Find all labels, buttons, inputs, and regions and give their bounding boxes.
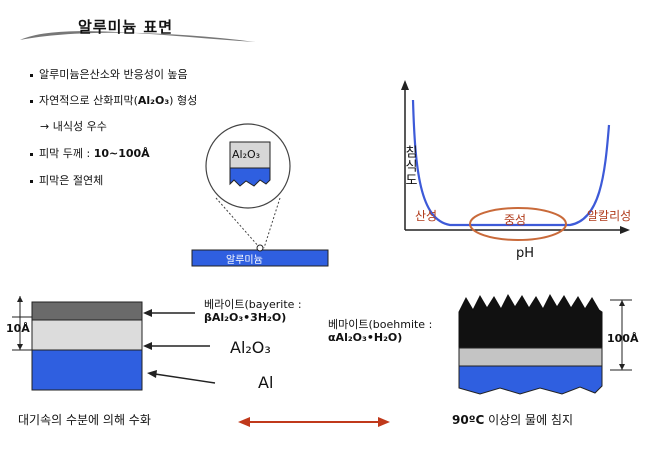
left-metal-label: Al — [258, 373, 274, 392]
acid-label: 산성 — [415, 209, 438, 223]
zoom-metal-layer — [229, 167, 271, 187]
right-metal-layer — [458, 365, 603, 395]
right-oxide-layer — [458, 347, 603, 367]
boehmite-label-line1: 베마이트(boehmite : — [328, 318, 433, 331]
bayerite-layer — [31, 301, 143, 321]
graph-x-label: pH — [516, 246, 535, 261]
aluminum-bar-label: 알루미늄 — [226, 255, 263, 266]
zoom-guide-left — [215, 197, 261, 249]
left-oxide-label: Al₂O₃ — [230, 338, 271, 357]
right-thickness-label: 100Å — [607, 332, 639, 345]
bayerite-label-line1: 베라이트(bayerite : — [204, 298, 302, 311]
right-layer-stack — [458, 293, 632, 395]
corrosion-curve — [411, 99, 611, 227]
boehmite-label-line2: αAl₂O₃•H₂O) — [328, 331, 403, 344]
alkaline-label: 알칼리성 — [587, 209, 632, 223]
left-pointer-arrows — [143, 309, 216, 384]
page-title: 알루미늄 표면 — [78, 18, 174, 36]
comparison-arrow — [238, 417, 390, 427]
left-oxide-layer — [31, 319, 143, 351]
zoom-oxide-label: Al₂O₃ — [232, 148, 261, 161]
neutral-highlight — [469, 207, 567, 241]
zoom-point — [256, 244, 264, 252]
left-thickness-label: 10Å — [6, 322, 30, 335]
graph-y-label: 침식도 — [402, 145, 417, 187]
right-caption: 90ºC 이상의 물에 침지 — [452, 413, 574, 427]
left-layer-stack — [12, 296, 143, 391]
neutral-label: 중성 — [504, 213, 527, 227]
left-metal-layer — [31, 349, 143, 391]
right-arrow-icon: → — [40, 120, 53, 133]
bullet-insulator: 피막은 절연체 — [30, 172, 103, 188]
left-caption: 대기속의 수분에 의해 수화 — [18, 413, 151, 427]
bullet-oxide-film: 자연적으로 산화피막(Al₂O₃) 형성 — [30, 92, 197, 108]
bayerite-label-line2: βAl₂O₃•3H₂O) — [204, 311, 287, 324]
corrosion-graph — [401, 80, 630, 241]
zoom-guide-right — [263, 197, 281, 249]
bullet-corrosion-resistance: → 내식성 우수 — [40, 120, 107, 133]
zoom-oxide-layer — [229, 141, 271, 169]
zoom-diagram — [191, 123, 329, 267]
bullet-thickness: 피막 두께 : 10~100Å — [30, 145, 150, 161]
bullet-reactivity: 알루미늄은산소와 반응성이 높음 — [30, 66, 188, 82]
boehmite-layer — [458, 293, 603, 349]
